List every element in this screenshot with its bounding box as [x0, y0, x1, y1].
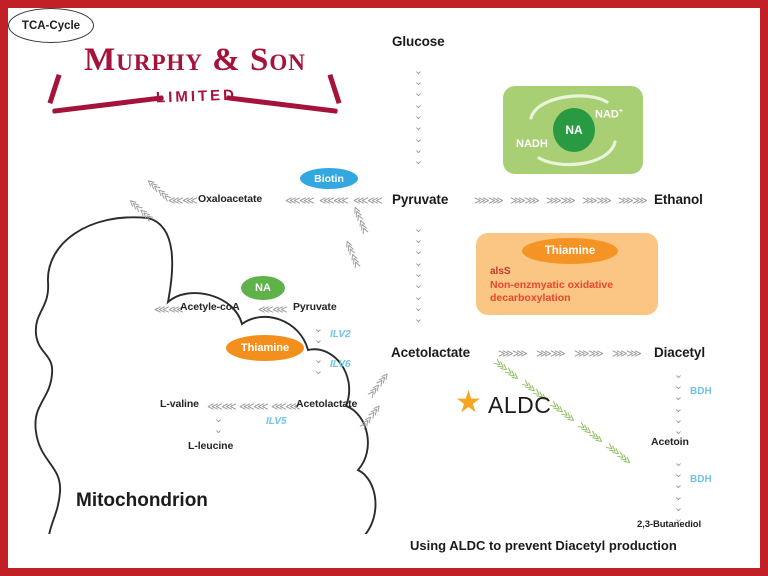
diagram-frame: Murphy & Son LIMITED Glucose ⌄⌄⌄ ⌄⌄⌄ ⌄⌄⌄… [8, 8, 760, 568]
arrow-pyruvate-to-acetolactate-1: ⌄⌄⌄ [412, 222, 425, 255]
label-bdh-2: BDH [690, 474, 712, 485]
logo-left-swoosh [52, 95, 164, 114]
arrow-pyruvate-to-ethanol-3: ⋙⋙ [546, 194, 576, 207]
arrow-pyruvate-to-oxaloacetate-1: ⋘⋘ [285, 194, 315, 207]
label-ilv6-gene: ILV6 [330, 359, 351, 370]
arrow-acetolactate-to-diacetyl-2: ⋙⋙ [536, 347, 566, 360]
arrow-pyruvate-to-ethanol-5: ⋙⋙ [618, 194, 648, 207]
nad-cycle-arcs [529, 94, 617, 167]
label-l-valine: L-valine [160, 398, 199, 410]
na-ellipse-mitochondrial: NA [241, 276, 285, 300]
na-ellipse-green: NA [553, 108, 595, 152]
diagram-caption: Using ALDC to prevent Diacetyl productio… [410, 538, 677, 553]
arrow-acetolactate-to-valine-1: ⋘⋘ [207, 400, 237, 413]
arrow-acetoin-to-butanediol-2: ⌄⌄⌄ [672, 490, 685, 523]
label-nad-plus: NAD+ [595, 108, 623, 121]
label-bdh-1: BDH [690, 386, 712, 397]
arrow-pyruvate-to-ethanol-4: ⋙⋙ [582, 194, 612, 207]
logo-right-stroke [327, 73, 342, 105]
label-diacetyl: Diacetyl [654, 345, 705, 360]
arrow-diacetyl-to-acetoin-2: ⌄⌄⌄ [672, 402, 685, 435]
label-mitochondrion: Mitochondrion [76, 490, 208, 511]
arrow-pyruvate-to-oxaloacetate-2: ⋘⋘ [319, 194, 349, 207]
mitochondrion-outline [34, 216, 377, 534]
thiamine-ellipse-cytosol: Thiamine [522, 238, 618, 264]
label-acetyl-coa: Acetyle-coA [180, 301, 240, 313]
arrow-oxaloacetate-diagonal-1: ⋘⋘ [143, 175, 174, 204]
biotin-ellipse: Biotin [300, 168, 358, 189]
logo-subtitle: LIMITED [155, 86, 238, 107]
label-pyruvate-cytosol: Pyruvate [392, 192, 449, 207]
arrow-glucose-to-pyruvate-3: ⌄⌄⌄ [412, 132, 425, 165]
arrow-oxaloacetate-inbound-1: ⋘⋘ [168, 194, 198, 207]
label-ethanol: Ethanol [654, 192, 703, 207]
arrow-diacetyl-to-acetoin-1: ⌄⌄⌄ [672, 368, 685, 401]
label-acetolactate-cytosol: Acetolactate [391, 345, 471, 360]
label-ilv2-gene: ILV2 [330, 329, 351, 340]
logo-left-stroke [47, 73, 62, 105]
label-butanediol: 2,3-Butanediol [637, 519, 702, 530]
tca-cycle-node: TCA-Cycle [8, 8, 94, 43]
arrow-acetolactate-to-valine-3: ⋘⋘ [271, 400, 301, 413]
aldc-path-chevron-3: ⋙⋙ [546, 397, 578, 426]
label-ilv5-gene: ILV5 [266, 416, 287, 427]
aldc-path-chevron-5: ⋙⋙ [602, 439, 634, 468]
label-alss-gene: alsS [490, 266, 511, 277]
nad-regeneration-box: NA NADH NAD+ [503, 86, 643, 174]
arrow-glucose-to-pyruvate-1: ⌄⌄⌄ [412, 64, 425, 97]
logo-wordmark: Murphy & Son [84, 42, 306, 78]
arrow-pyruvate-to-ethanol-2: ⋙⋙ [510, 194, 540, 207]
label-oxaloacetate: Oxaloacetate [198, 193, 263, 205]
aldc-path-chevron-1: ⋙⋙ [490, 355, 522, 384]
arrow-pyruvate-to-oxaloacetate-3: ⋘⋘ [353, 194, 383, 207]
arrow-pyruvate-to-acetolactate-3: ⌄⌄⌄ [412, 290, 425, 323]
label-pyruvate-mitochondrial: Pyruvate [293, 301, 337, 313]
label-aldc: ALDC [488, 392, 552, 418]
label-acetoin: Acetoin [651, 436, 689, 448]
arrow-acetolactate-to-diacetyl-1: ⋙⋙ [498, 347, 528, 360]
non-enzymatic-decarboxylation-box: Thiamine alsS Non-enzmyatic oxidative de… [476, 233, 658, 315]
arrow-pyruvate-to-acetolactate-mito-1: ⌄⌄ [312, 322, 325, 344]
arrow-pyruvate-to-acetylcoa: ⋘⋘ [258, 303, 288, 316]
arrow-valine-to-leucine: ⌄⌄ [212, 412, 225, 434]
arrow-acetolactate-to-valine-2: ⋘⋘ [239, 400, 269, 413]
arrow-acetoin-to-butanediol-1: ⌄⌄⌄ [672, 456, 685, 489]
star-icon: ★ [455, 386, 482, 419]
arrow-pyruvate-to-acetolactate-mito-2: ⌄⌄ [312, 353, 325, 375]
label-non-enzymatic-description: Non-enzmyatic oxidative decarboxylation [490, 279, 614, 304]
arrow-acetylcoa-to-tca: ⋘⋘ [154, 303, 184, 316]
aldc-path-chevron-4: ⋙⋙ [574, 418, 606, 447]
label-l-leucine: L-leucine [188, 440, 234, 452]
murphy-and-son-logo: Murphy & Son LIMITED [44, 38, 344, 128]
thiamine-ellipse-mitochondrial: Thiamine [226, 335, 304, 361]
label-acetolactate-mitochondrial: Acetolactate [296, 398, 358, 410]
arrow-acetolactate-to-diacetyl-4: ⋙⋙ [612, 347, 642, 360]
label-nadh: NADH [516, 138, 548, 150]
label-glucose: Glucose [392, 34, 445, 49]
arrow-glucose-to-pyruvate-2: ⌄⌄⌄ [412, 98, 425, 131]
arrow-pyruvate-to-ethanol-1: ⋙⋙ [474, 194, 504, 207]
arrow-acetolactate-to-diacetyl-3: ⋙⋙ [574, 347, 604, 360]
arrow-pyruvate-to-acetolactate-2: ⌄⌄⌄ [412, 256, 425, 289]
